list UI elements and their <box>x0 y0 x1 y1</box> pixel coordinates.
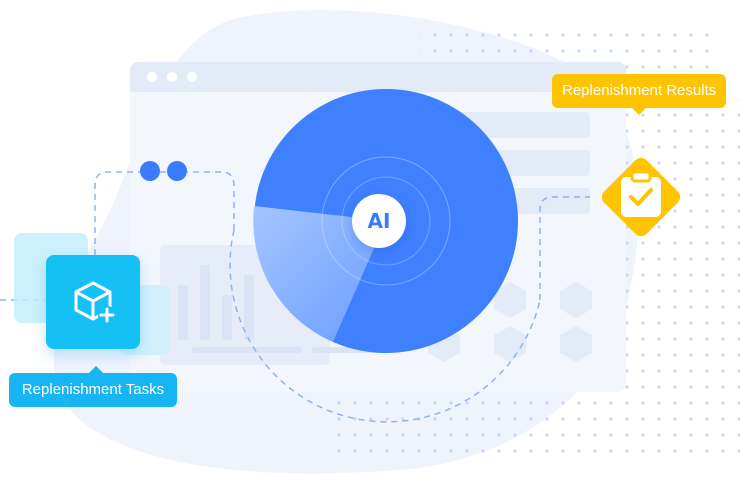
connector-dashed-right <box>539 196 590 300</box>
replenishment-results-label: Replenishment Results <box>552 74 726 115</box>
placeholder-hexagon <box>494 326 526 362</box>
placeholder-bar <box>222 295 232 340</box>
window-dot <box>167 72 177 82</box>
dot-pattern-bottom <box>330 380 610 460</box>
replenishment-tasks-label: Replenishment Tasks <box>9 366 177 407</box>
results-diamond <box>589 145 693 249</box>
package-add-icon <box>74 281 116 324</box>
placeholder-bar <box>200 265 210 340</box>
ai-core-wedge <box>253 206 386 342</box>
placeholder-hexagon <box>560 326 592 362</box>
connector-dot <box>167 161 187 181</box>
placeholder-line <box>192 347 302 353</box>
clipboard-check-icon <box>621 170 661 217</box>
window-dot <box>147 72 157 82</box>
placeholder-bar <box>178 285 188 340</box>
ai-label: AI <box>367 209 391 233</box>
ai-ring <box>321 156 451 286</box>
connector-dot <box>140 161 160 181</box>
placeholder-bar <box>244 275 254 340</box>
ai-ring <box>341 176 431 266</box>
window-dot <box>187 72 197 82</box>
placeholder-hexagon <box>494 282 526 318</box>
tasks-tile <box>46 255 140 349</box>
connector-dashed-arc <box>229 229 541 423</box>
ai-badge: AI <box>352 194 406 248</box>
placeholder-hexagon <box>560 282 592 318</box>
